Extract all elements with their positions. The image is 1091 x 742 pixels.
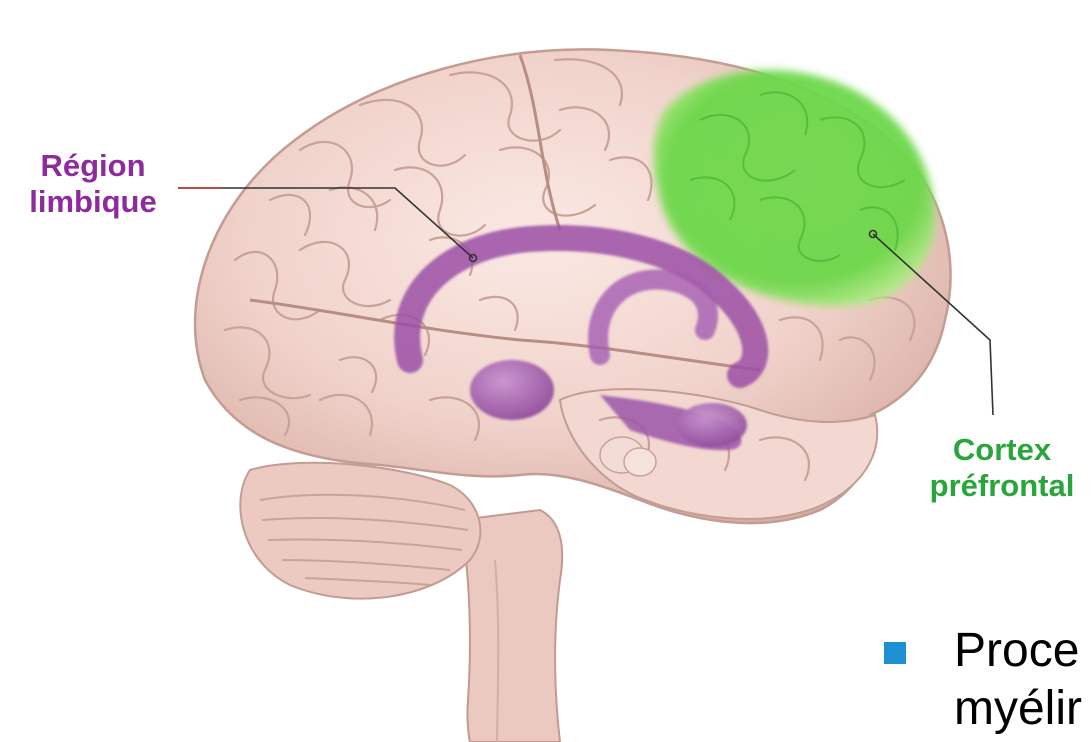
- bullet-text-line-2: myélir: [954, 682, 1082, 736]
- prefrontal-label-line-1: Cortex: [912, 432, 1091, 468]
- prefrontal-cortex-label: Cortex préfrontal: [912, 432, 1091, 504]
- bullet-text-line-1: Proce: [954, 624, 1079, 678]
- prefrontal-label-line-2: préfrontal: [912, 468, 1091, 504]
- square-bullet-icon: [884, 642, 906, 664]
- limbic-label-line-2: limbique: [18, 184, 168, 220]
- limbic-region-label: Région limbique: [18, 148, 168, 220]
- cerebellum: [240, 463, 480, 599]
- limbic-label-line-1: Région: [18, 148, 168, 184]
